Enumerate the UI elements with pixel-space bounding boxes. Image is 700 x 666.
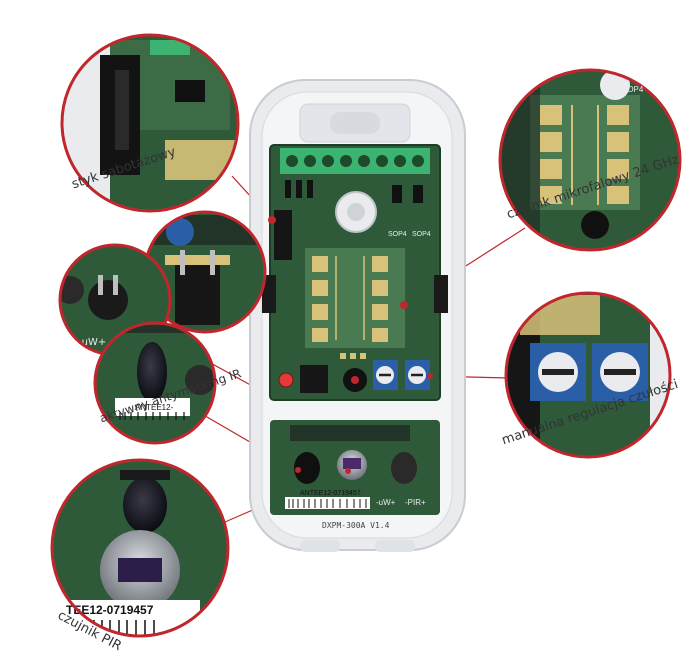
pir-mark: -PIR+ <box>405 498 426 507</box>
mw-mark: -uW+ <box>376 498 396 507</box>
zoom-serial-small: ANTEE12- <box>135 403 174 412</box>
status-led <box>278 372 294 388</box>
zoom-pir: TEE12-0719457 <box>50 458 230 638</box>
terminal-block <box>280 148 430 174</box>
sop-left-label: SOP4 <box>388 231 407 238</box>
zoom-serial: TEE12-0719457 <box>66 603 154 617</box>
zoom-sop-label: SOP4 <box>622 85 644 94</box>
zoom-mw-mark: -uW+ <box>78 337 106 348</box>
zoom-microwave <box>498 68 682 252</box>
board-serial: ANTEE12-0719457 <box>300 490 361 497</box>
ir-receiver <box>294 452 320 484</box>
sop-right-label: SOP4 <box>412 231 431 238</box>
tamper-switch <box>274 210 292 260</box>
model-label: DXPM-300A V1.4 <box>322 521 390 530</box>
zoom-tamper <box>60 33 240 213</box>
pir-pcb <box>270 420 440 515</box>
main-pcb <box>262 144 448 401</box>
zoom-sensitivity <box>504 291 672 459</box>
zoom-ir-low: ANTEE12- <box>93 321 217 445</box>
